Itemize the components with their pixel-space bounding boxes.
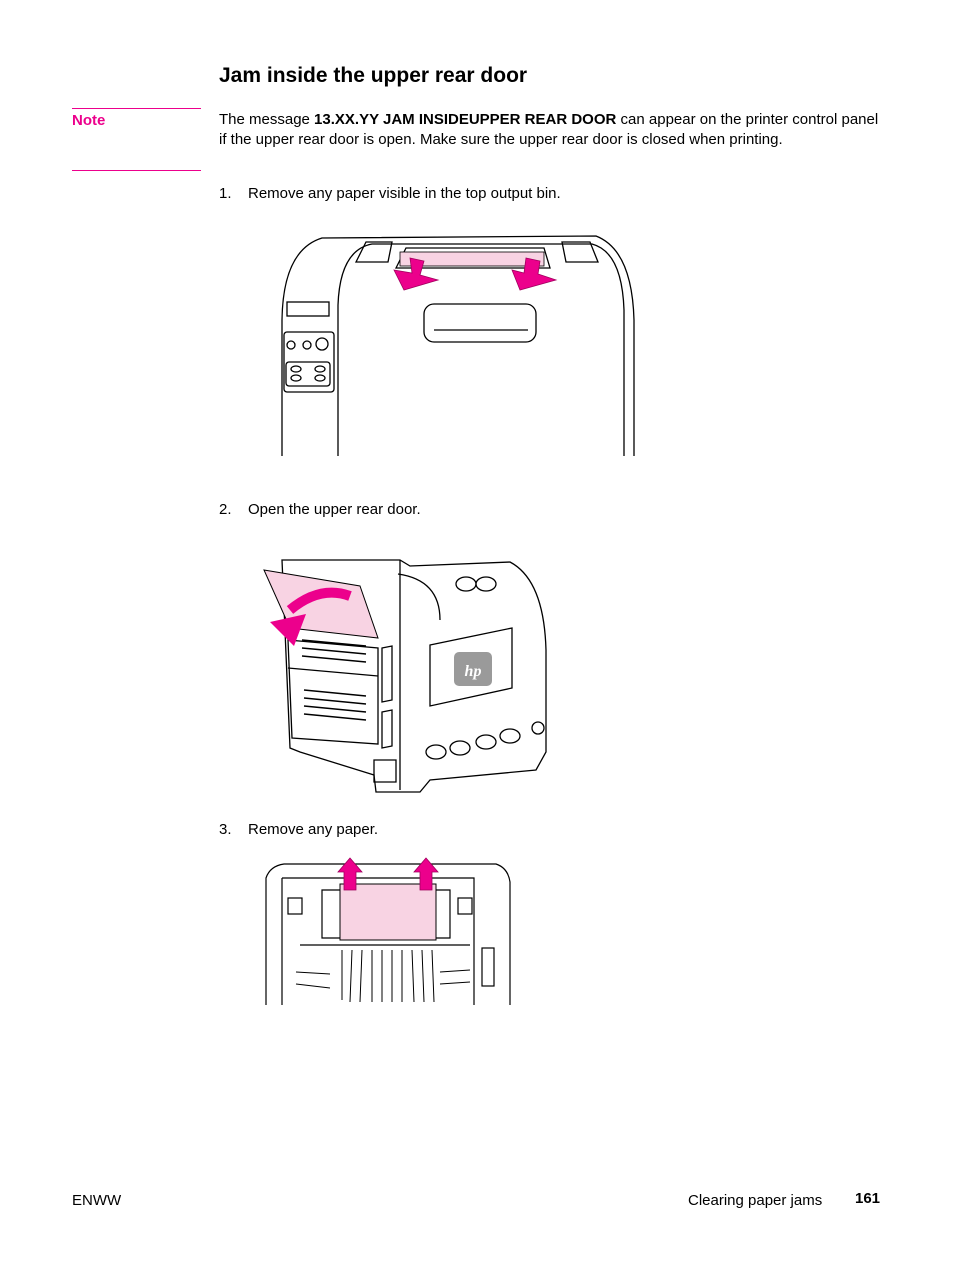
footer-section: Clearing paper jams — [688, 1192, 823, 1209]
step-3: 3. Remove any paper. — [219, 821, 378, 838]
note-message-code: 13.XX.YY JAM INSIDEUPPER REAR DOOR — [314, 111, 617, 128]
note-text-start: The message — [219, 111, 315, 128]
footer-left: ENWW — [72, 1192, 122, 1209]
step-number: 1. — [219, 185, 232, 202]
step-text: Remove any paper visible in the top outp… — [248, 185, 561, 202]
note-text: The message 13.XX.YY JAM INSIDEUPPER REA… — [219, 110, 879, 150]
step-text: Remove any paper. — [248, 821, 379, 838]
step-number: 2. — [219, 501, 232, 518]
hp-logo: hp — [465, 663, 482, 680]
step-2: 2. Open the upper rear door. — [219, 501, 421, 518]
page-title: Jam inside the upper rear door — [219, 64, 528, 87]
step-number: 3. — [219, 821, 232, 838]
page-number: 161 — [855, 1190, 881, 1207]
note-top-rule — [72, 108, 201, 109]
step-text: Open the upper rear door. — [248, 501, 421, 518]
note-label: Note — [72, 112, 106, 129]
note-text-end: can appear on the printer control panel … — [219, 111, 879, 148]
step-1: 1. Remove any paper visible in the top ou… — [219, 185, 561, 202]
note-bottom-rule — [72, 170, 201, 171]
